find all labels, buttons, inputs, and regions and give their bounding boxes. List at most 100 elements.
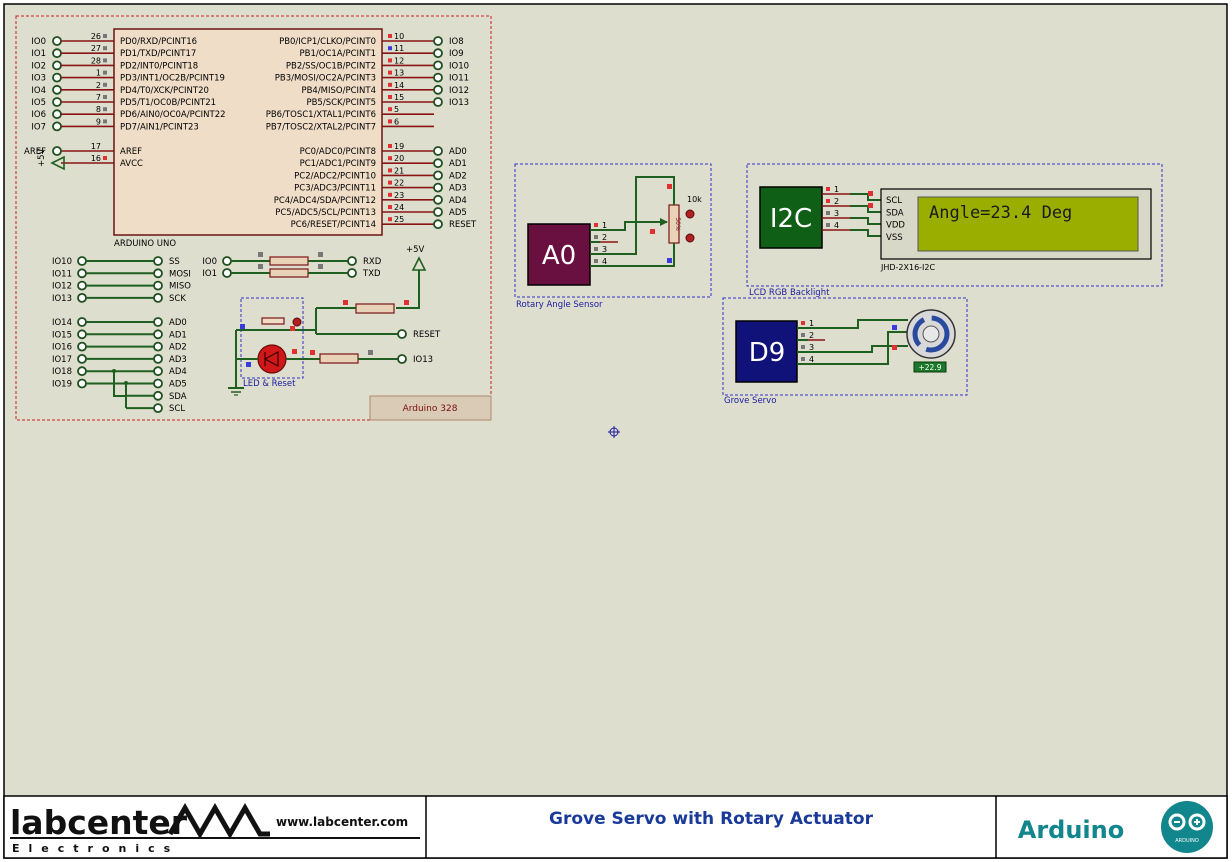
mcu-terminal[interactable] — [52, 36, 62, 46]
extra-terminal[interactable] — [153, 329, 163, 340]
extra-terminal[interactable] — [153, 378, 163, 389]
extra-terminal[interactable] — [153, 268, 163, 279]
extra-terminal[interactable] — [77, 256, 87, 266]
extra-terminal[interactable] — [153, 292, 163, 303]
mcu-terminal[interactable] — [52, 97, 62, 107]
extra-net-label: SDA — [169, 392, 187, 402]
mcu-pin-name: PC2/ADC2/PCINT10 — [294, 171, 376, 181]
mcu-pin-name: PC0/ADC0/PCINT8 — [300, 147, 376, 157]
extra-terminal[interactable] — [77, 292, 87, 303]
mcu-terminal[interactable] — [433, 60, 443, 71]
mcu-terminal[interactable] — [433, 97, 443, 107]
mcu-terminal[interactable] — [433, 48, 443, 59]
serial-net-label: RXD — [363, 257, 382, 267]
serial-resistor[interactable] — [269, 256, 309, 266]
extra-terminal[interactable] — [77, 329, 87, 340]
extra-terminal[interactable] — [153, 256, 163, 266]
serial-terminal[interactable] — [347, 268, 357, 278]
extra-terminal[interactable] — [153, 366, 163, 377]
extra-terminal[interactable] — [153, 390, 163, 401]
lcd-screen — [917, 196, 1139, 252]
sensor-module-label: A0 — [542, 241, 576, 271]
vcc-label: +5V — [406, 245, 425, 255]
mcu-terminal[interactable] — [433, 207, 443, 217]
mcu-pin-name: AREF — [120, 147, 142, 157]
mcu-net-label: AD4 — [449, 196, 467, 206]
reset-button[interactable] — [261, 317, 285, 325]
mcu-pin-name: PB1/OC1A/PCINT1 — [300, 49, 376, 59]
extra-terminal[interactable] — [153, 280, 163, 291]
mcu-terminal[interactable] — [52, 109, 62, 120]
sensor-module[interactable] — [527, 223, 591, 286]
mcu-terminal[interactable] — [52, 72, 62, 83]
i2c-module[interactable] — [759, 186, 823, 249]
extra-terminal[interactable] — [153, 341, 163, 352]
mcu-terminal[interactable] — [433, 182, 443, 193]
mcu-terminal[interactable] — [52, 84, 62, 95]
led-reset-group[interactable]: LED & Reset +5V RESET IO13 — [228, 245, 441, 396]
mcu-pin-number: 26 — [91, 32, 101, 41]
arduino-328-frame[interactable]: Arduino 328 ARDUINO UNO IO026PD0/RXD/PCI… — [15, 15, 492, 421]
mcu-terminal[interactable] — [433, 84, 443, 95]
servo-pin-number: 4 — [809, 355, 814, 364]
serial-terminal[interactable] — [222, 268, 232, 278]
extra-terminal[interactable] — [153, 317, 163, 327]
servo-module[interactable] — [735, 320, 798, 383]
extra-terminal[interactable] — [77, 366, 87, 377]
serial-terminal[interactable] — [222, 256, 232, 266]
mcu-terminal[interactable] — [433, 194, 443, 205]
mcu-terminal[interactable] — [433, 170, 443, 181]
mcu-net-label: IO12 — [449, 86, 469, 96]
extra-net-label: AD4 — [169, 367, 187, 377]
lcd-display-text: Angle=23.4 Deg — [929, 203, 1072, 223]
mcu-terminal[interactable] — [433, 146, 443, 156]
mcu-pin-name: PD2/INT0/PCINT18 — [120, 61, 198, 71]
reset-terminal[interactable] — [397, 329, 407, 339]
extra-net-label: SCK — [169, 294, 186, 304]
extra-terminal[interactable] — [77, 378, 87, 389]
mcu-net-label: AD5 — [449, 208, 467, 218]
mcu-pin-name: PD7/AIN1/PCINT23 — [120, 122, 199, 132]
mcu-terminal[interactable] — [433, 158, 443, 169]
mcu-chip-body[interactable] — [113, 28, 383, 236]
mcu-pin-number: 21 — [394, 166, 404, 175]
frame-label: Arduino 328 — [403, 404, 458, 414]
extra-terminal[interactable] — [77, 317, 87, 327]
extra-net-label: IO13 — [52, 294, 72, 304]
mcu-terminal[interactable] — [52, 48, 62, 59]
extra-terminal[interactable] — [77, 353, 87, 364]
extra-terminal[interactable] — [153, 403, 163, 414]
extra-terminal[interactable] — [77, 268, 87, 279]
servo-module-label: D9 — [749, 338, 786, 368]
mcu-pin-number: 15 — [394, 93, 404, 102]
mcu-terminal[interactable] — [52, 121, 62, 132]
serial-terminal[interactable] — [347, 256, 357, 266]
mcu-pin-number: 11 — [394, 44, 404, 53]
extra-terminal[interactable] — [77, 280, 87, 291]
extra-net-label: IO12 — [52, 282, 72, 292]
mcu-terminal[interactable] — [433, 72, 443, 83]
led-resistor[interactable] — [319, 353, 359, 364]
mcu-terminal[interactable] — [52, 60, 62, 71]
led-net-label: IO13 — [413, 355, 433, 365]
sheet-title: Grove Servo with Rotary Actuator — [549, 809, 874, 829]
mcu-terminal[interactable] — [433, 219, 443, 230]
led-icon[interactable] — [257, 344, 287, 374]
extra-net-label: IO19 — [52, 380, 72, 390]
extra-terminal[interactable] — [77, 341, 87, 352]
mcu-net-label: IO11 — [449, 74, 469, 84]
pullup-resistor[interactable] — [355, 303, 395, 314]
extra-net-label: IO14 — [52, 318, 72, 328]
led-io13-terminal[interactable] — [397, 354, 407, 364]
mcu-terminal[interactable] — [433, 36, 443, 46]
mcu-pin-name: PD3/INT1/OC2B/PCINT19 — [120, 74, 225, 84]
serial-resistor[interactable] — [269, 268, 309, 278]
mcu-net-label: AD3 — [449, 184, 467, 194]
extra-terminal[interactable] — [153, 353, 163, 364]
aref-terminal[interactable] — [52, 146, 62, 156]
